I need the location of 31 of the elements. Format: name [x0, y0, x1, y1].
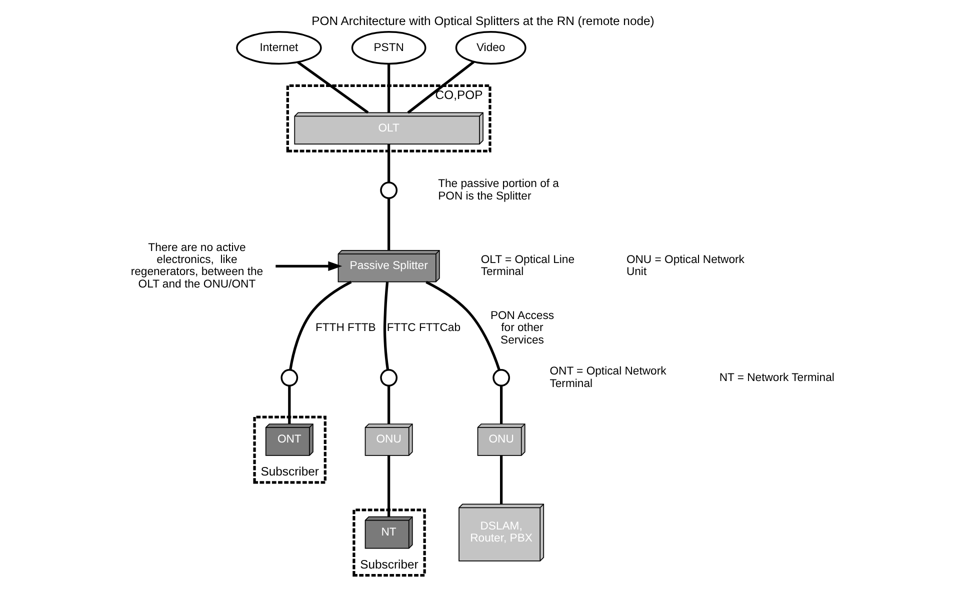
node-text: There are no active electronics, like regenerators, between the OLT and the ONU/ONT: [130, 242, 263, 290]
connector: [425, 280, 500, 370]
label: OLT = Optical Line Terminal: [480, 254, 574, 278]
label: ONU = Optical Network Unit: [626, 254, 744, 278]
edge-label: FTTH FTTB: [314, 322, 376, 334]
connector: [406, 60, 474, 114]
label: ONT = Optical Network Terminal: [549, 366, 666, 390]
node-ellipse: PSTN: [350, 31, 426, 65]
edge-label: PON Access for other Services: [490, 310, 554, 346]
connector: [296, 61, 368, 114]
connector: [500, 386, 502, 424]
arrow: [275, 261, 342, 272]
connector: [500, 456, 502, 504]
connector: [387, 64, 390, 113]
node-circle: [380, 182, 398, 200]
label: NT = Network Terminal: [718, 372, 834, 384]
connector: [288, 280, 352, 370]
node-ellipse: Video: [454, 31, 526, 65]
node-ellipse: Internet: [236, 31, 322, 65]
connector: [387, 386, 390, 424]
connector: [387, 144, 390, 182]
label: The passive portion of a PON is the Splitter: [438, 178, 558, 202]
connector: [382, 282, 389, 370]
node-circle: [492, 369, 510, 386]
node-circle: [280, 369, 298, 386]
edge-label: FTTC FTTCab: [386, 322, 460, 334]
connector: [288, 386, 290, 424]
node-circle: [380, 369, 398, 386]
connector: [387, 198, 390, 250]
connector: [387, 456, 390, 517]
diagram-title: PON Architecture with Optical Splitters at the RN (remote node): [311, 14, 654, 28]
